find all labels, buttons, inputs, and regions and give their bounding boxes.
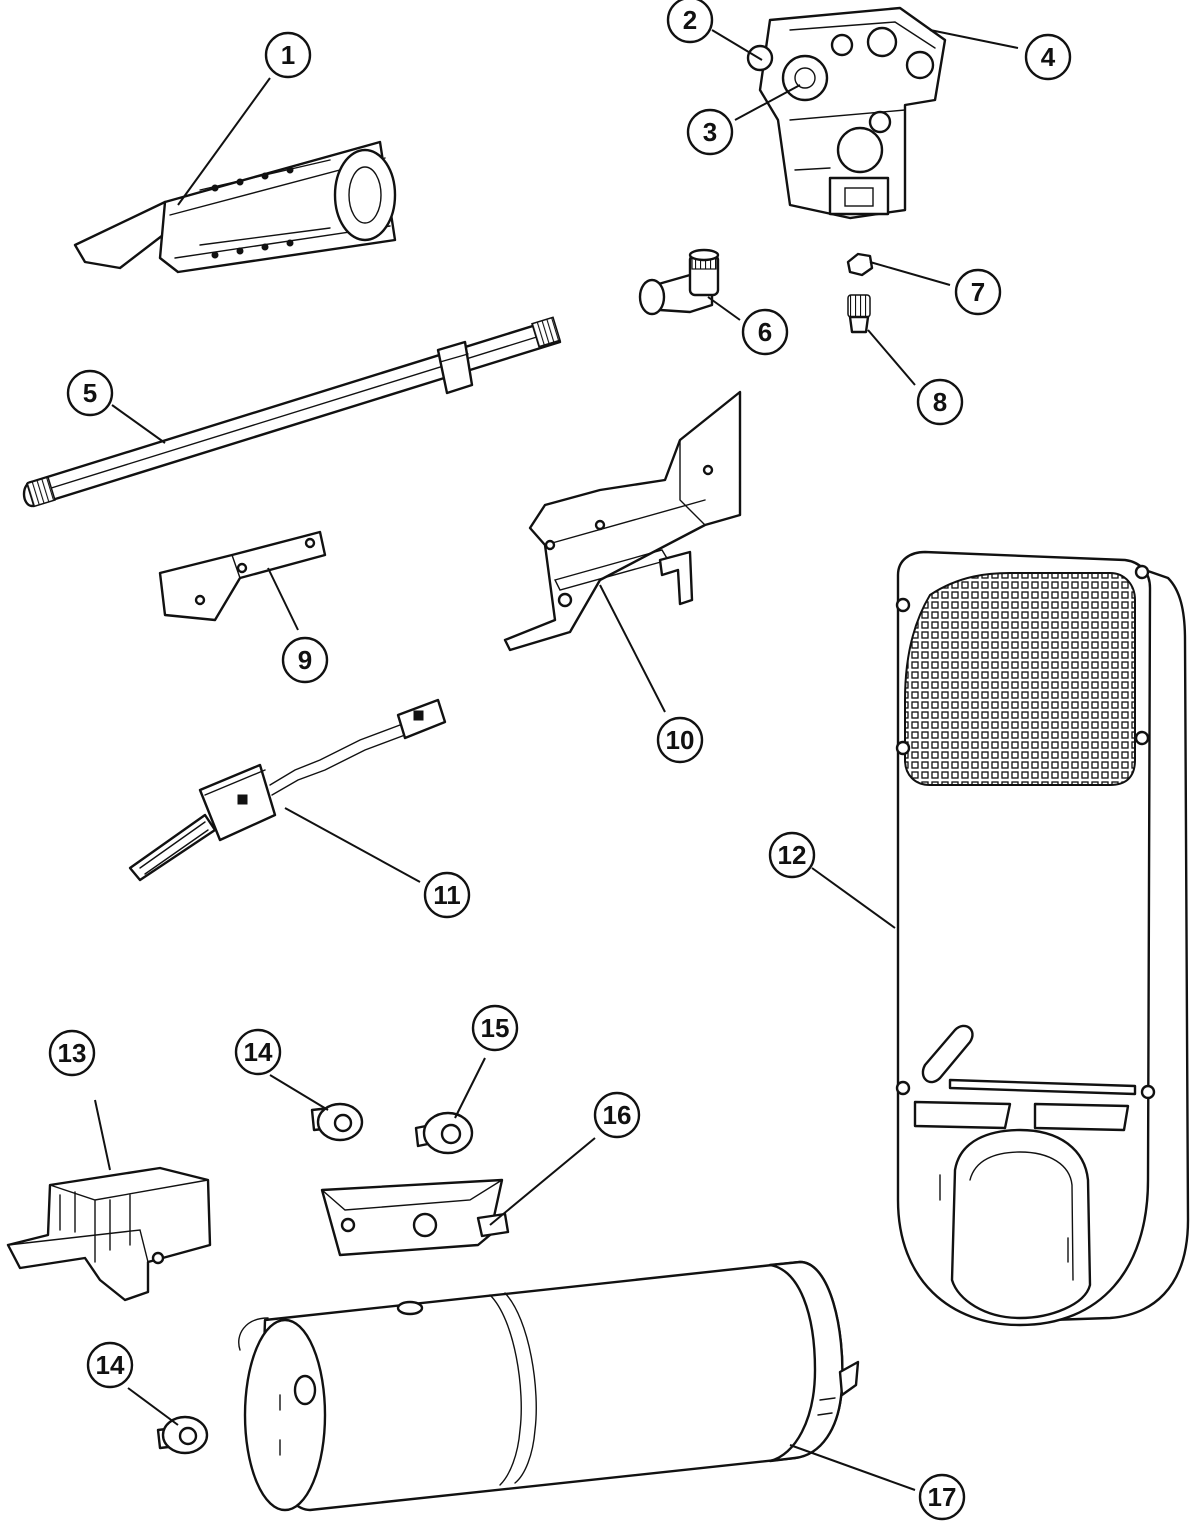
leader-14b xyxy=(127,1387,179,1426)
callout-13-label: 13 xyxy=(58,1038,87,1068)
leader-10 xyxy=(599,584,666,713)
leader-8 xyxy=(867,329,916,386)
callout-7: 7 xyxy=(954,268,1002,316)
leader-15 xyxy=(454,1057,486,1119)
callout-15-label: 15 xyxy=(481,1013,510,1043)
callout-12: 12 xyxy=(768,831,816,879)
callout-6-label: 6 xyxy=(758,317,772,347)
callout-9-label: 9 xyxy=(298,645,312,675)
leader-12 xyxy=(811,867,896,929)
callout-16: 16 xyxy=(593,1091,641,1139)
mounting-bracket-part xyxy=(503,390,742,652)
callout-16-label: 16 xyxy=(603,1100,632,1130)
callout-2-label: 2 xyxy=(683,5,697,35)
igniter-part xyxy=(128,698,447,882)
leader-4 xyxy=(929,29,1019,49)
callout-11: 11 xyxy=(423,871,471,919)
leader-lines xyxy=(94,29,1019,1491)
callout-6: 6 xyxy=(741,308,789,356)
callout-13: 13 xyxy=(48,1029,96,1077)
callout-4-label: 4 xyxy=(1041,42,1056,72)
callout-5-label: 5 xyxy=(83,378,97,408)
callout-4: 4 xyxy=(1024,33,1072,81)
callout-8-label: 8 xyxy=(933,387,947,417)
callout-8: 8 xyxy=(916,378,964,426)
callout-2: 2 xyxy=(666,0,714,44)
callout-17: 17 xyxy=(918,1473,966,1521)
callout-1-label: 1 xyxy=(281,40,295,70)
callout-9: 9 xyxy=(281,636,329,684)
leader-9 xyxy=(267,567,299,631)
leader-14a xyxy=(269,1074,329,1111)
leader-3 xyxy=(734,84,801,121)
callout-3: 3 xyxy=(686,108,734,156)
leader-7 xyxy=(869,261,951,286)
leader-13 xyxy=(94,1099,111,1171)
callout-14-lower-label: 14 xyxy=(96,1350,125,1380)
callout-12-label: 12 xyxy=(778,840,807,870)
leader-2 xyxy=(711,29,763,61)
callout-5: 5 xyxy=(66,369,114,417)
callout-7-label: 7 xyxy=(971,277,985,307)
combustion-chamber-part xyxy=(238,1260,860,1512)
thermostat-lower-part xyxy=(156,1415,209,1455)
callout-15: 15 xyxy=(471,1004,519,1052)
callout-3-label: 3 xyxy=(703,117,717,147)
thermostat-upper-part xyxy=(310,1102,364,1142)
small-bracket-part xyxy=(158,530,327,622)
leader-16 xyxy=(489,1137,596,1226)
callout-10-label: 10 xyxy=(666,725,695,755)
leader-1 xyxy=(177,77,271,206)
callout-14-lower: 14 xyxy=(86,1341,134,1389)
duct-housing-part xyxy=(895,550,1190,1327)
burner-part xyxy=(73,140,397,274)
gas-valve-part xyxy=(746,6,947,220)
orifice-part xyxy=(847,294,871,334)
leader-6 xyxy=(707,296,741,321)
thermostat-15-part xyxy=(414,1111,474,1155)
callout-11-label: 11 xyxy=(433,880,461,910)
callout-17-label: 17 xyxy=(928,1482,957,1512)
elbow-fitting-part xyxy=(638,248,720,316)
callout-1: 1 xyxy=(264,31,312,79)
callout-10: 10 xyxy=(656,716,704,764)
flame-sensor-part xyxy=(6,1166,212,1302)
leader-11 xyxy=(284,807,421,883)
thermostat-bracket-part xyxy=(320,1178,510,1257)
leader-5 xyxy=(111,404,166,444)
pipe-part xyxy=(22,316,562,508)
leader-17 xyxy=(789,1444,916,1491)
callout-14-upper: 14 xyxy=(234,1028,282,1076)
callout-14-upper-label: 14 xyxy=(244,1037,273,1067)
nut-part xyxy=(846,252,874,277)
